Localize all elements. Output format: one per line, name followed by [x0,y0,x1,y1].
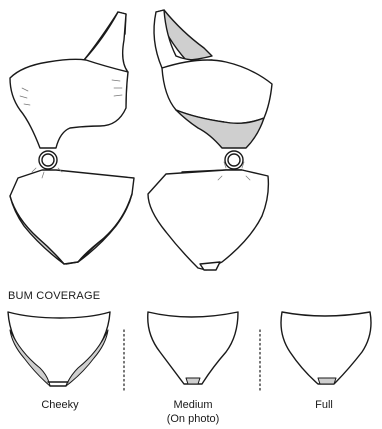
swimsuit-back-view [148,10,272,270]
front-bodice [10,59,128,148]
medium-shape [148,312,238,384]
cheeky-shape [8,312,110,386]
back-ring-inner [228,154,240,166]
section-title: BUM COVERAGE [8,290,100,302]
full-shape [281,312,371,384]
coverage-shapes [8,312,371,392]
coverage-label-medium: Medium [173,398,212,412]
back-gusset [200,262,220,270]
back-bottom [148,170,268,270]
coverage-label-cheeky: Cheeky [41,398,78,412]
coverage-sublabel-medium: (On photo) [167,412,220,426]
swimsuit-front-view [10,12,134,264]
front-bottom [10,170,134,264]
front-ring-inner [42,154,54,166]
back-upper-band [162,60,272,123]
coverage-label-full: Full [315,398,333,412]
